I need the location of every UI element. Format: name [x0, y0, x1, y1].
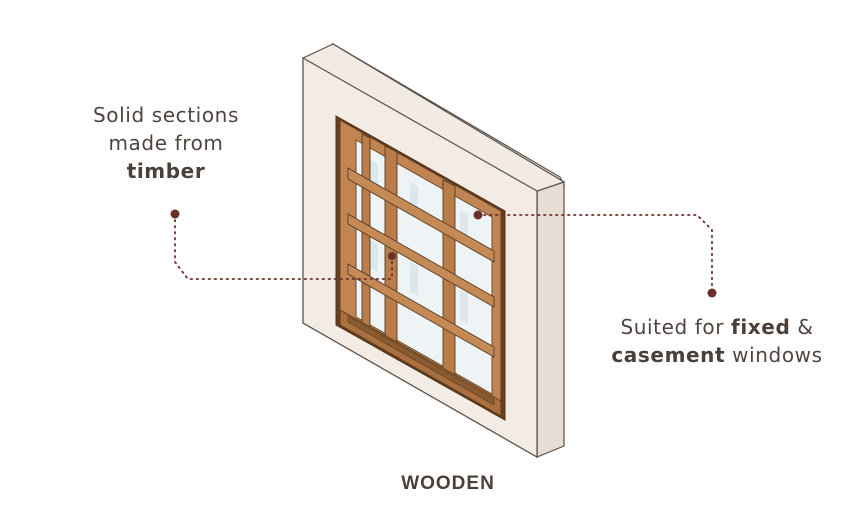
annotation-bold-fixed: fixed [731, 315, 791, 339]
leader-dot-left-start [170, 209, 180, 219]
annotation-suffix: windows [725, 343, 823, 367]
caption-title: WOODEN [401, 473, 495, 494]
horizontal-muntins [347, 167, 495, 358]
leader-dot-right-end [707, 288, 717, 298]
leader-line-right [477, 214, 713, 294]
wall-right-face [536, 181, 565, 458]
annotation-timber-line2: made from [108, 131, 224, 155]
leader-dot-right-start [473, 210, 483, 220]
leader-line-left [174, 213, 393, 280]
annotation-prefix: Suited for [620, 315, 732, 339]
annotation-timber: Solid sections made from timber [70, 101, 262, 185]
annotation-amp: & [790, 315, 814, 339]
annotation-timber-line1: Solid sections [93, 103, 239, 127]
annotation-window-types: Suited for fixed & casement windows [597, 313, 837, 369]
annotation-bold-casement: casement [611, 343, 726, 367]
annotation-timber-bold: timber [126, 159, 206, 183]
